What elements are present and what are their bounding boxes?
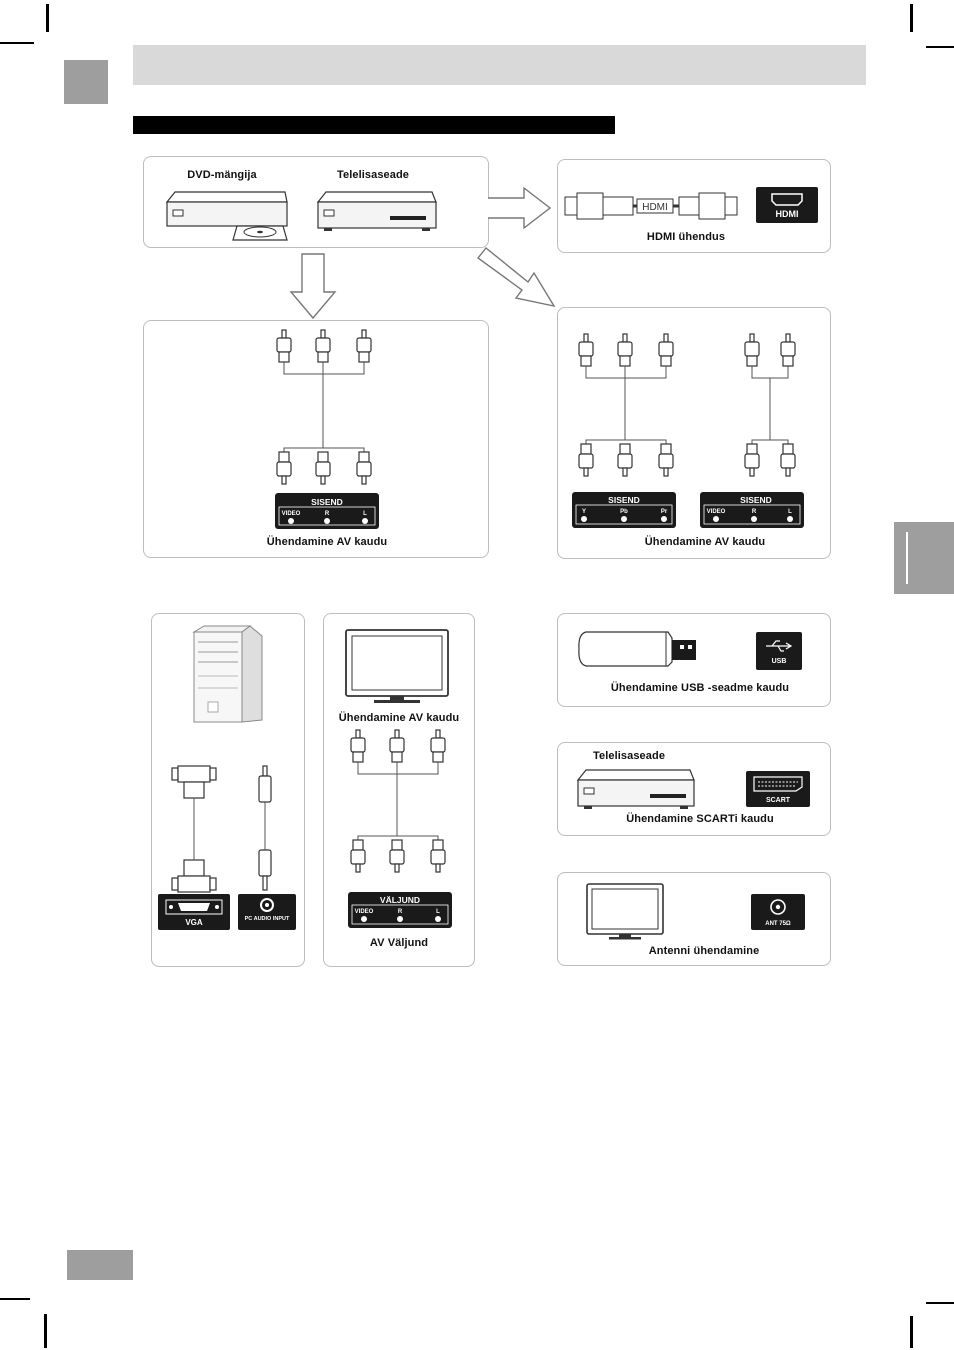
av-input-port-right: SISEND VIDEO R L [700,492,804,528]
av-output-cable-set-icon [350,729,446,873]
video-label: VIDEO [707,509,726,515]
r-label: R [752,509,757,515]
side-tab-top [64,60,108,104]
hdmi-connection-label: HDMI ühendus [646,231,726,243]
set-top-box-icon [316,191,437,231]
l-label: L [436,909,440,915]
set-top-box-scart-label: Telelisaseade [593,750,666,762]
input-label-left: SISEND [311,497,343,507]
ypbpr-input-port: SISEND Y Pb Pr [572,492,676,528]
audio-cable-set-icon [744,333,796,477]
av-output-port: VÄLJUND VIDEO R L [348,892,452,928]
scart-connection-label: Ühendamine SCARTi kaudu [626,813,774,825]
input-label-av: SISEND [740,495,772,505]
video-label: VIDEO [282,511,301,517]
input-label-ypbpr: SISEND [608,495,640,505]
vga-port-icon: VGA [158,894,230,930]
vga-cable-icon [171,765,217,893]
av-output-label: AV Väljund [369,937,429,949]
rca-cable-set-icon [276,329,372,485]
r-label: R [325,511,330,517]
pb-label: Pb [620,509,628,515]
usb-port-icon: USB [756,632,802,670]
title-bar [133,116,615,134]
set-top-box-label: Telelisaseade [336,169,410,181]
page-number-tab [67,1250,133,1280]
antenna-connection-label: Antenni ühendamine [648,945,760,957]
hdmi-cable-icon: HDMI [564,192,738,220]
output-label: VÄLJUND [380,895,420,905]
antenna-tv-icon [586,883,664,940]
y-label: Y [582,509,586,515]
crop-mark [0,1298,30,1300]
dvd-player-label: DVD-mängija [187,169,257,181]
usb-port-label: USB [772,658,787,665]
pc-audio-port-icon: PC AUDIO INPUT [238,894,296,930]
av-input-port-left: SISEND VIDEO R L [275,493,379,529]
hdmi-port-icon: HDMI [756,187,818,223]
vga-port-label: VGA [185,918,203,927]
hdmi-cable-label: HDMI [642,202,668,213]
dvd-player-icon [165,191,288,241]
usb-connection-label: Ühendamine USB -seadme kaudu [610,682,790,694]
av-connection-label-left: Ühendamine AV kaudu [266,536,388,548]
antenna-port-icon: ANT 75Ω [751,894,805,930]
crop-mark [910,1316,913,1348]
side-tab-right [894,522,954,594]
hdmi-port-label: HDMI [776,209,799,219]
scart-port-icon: SCART [746,771,810,807]
l-label: L [363,511,367,517]
crop-mark [926,46,954,48]
pr-label: Pr [661,509,668,515]
av-connection-label-tv: Ühendamine AV kaudu [338,712,460,724]
pc-tower-icon [192,625,263,723]
arrow-diagonal [476,247,556,308]
video-label: VIDEO [355,909,374,915]
tv-monitor-icon [345,629,449,703]
crop-mark [910,4,913,32]
crop-mark [44,1314,47,1348]
l-label: L [788,509,792,515]
scart-port-label: SCART [766,797,791,804]
crop-mark [46,4,49,32]
audio-cable-icon [258,765,272,891]
pc-audio-port-label: PC AUDIO INPUT [245,916,290,922]
component-cable-set-icon [578,333,674,477]
antenna-port-label: ANT 75Ω [765,921,791,927]
av-connection-label-right: Ühendamine AV kaudu [644,536,766,548]
header-bar [133,45,866,85]
crop-mark [926,1302,954,1304]
arrow-down [289,253,337,320]
usb-stick-icon [578,631,696,667]
crop-mark [0,42,34,44]
scart-set-top-box-icon [576,769,695,809]
arrow-right [488,186,552,230]
r-label: R [398,909,403,915]
